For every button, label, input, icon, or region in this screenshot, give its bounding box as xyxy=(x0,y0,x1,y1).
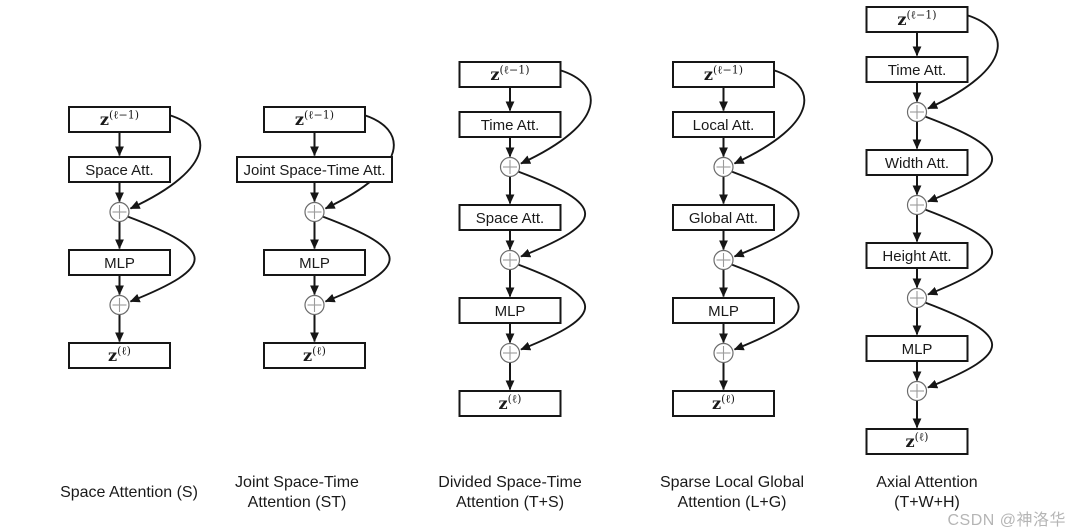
column-caption: Divided Space-Time xyxy=(438,474,582,491)
column-caption: Joint Space-Time xyxy=(235,474,359,491)
node-label: z(ℓ) xyxy=(906,431,929,452)
skip-connection-curve xyxy=(733,69,806,165)
node-z-input-box xyxy=(865,6,969,33)
node-height-att-box xyxy=(865,242,969,269)
node-mlp-box xyxy=(672,297,775,324)
column-caption: Space Attention (S) xyxy=(60,484,198,501)
node-z-output-box xyxy=(68,342,171,369)
column-space-attention: z(ℓ−1) Space Att. MLP z(ℓ) Space Attention (… xyxy=(60,106,202,501)
node-global-att-box xyxy=(672,204,775,231)
node-z-output-box xyxy=(263,342,366,369)
column-caption: Attention (L+G) xyxy=(678,494,787,511)
node-mlp-box xyxy=(865,335,969,362)
node-joint-space-time-att-box xyxy=(236,156,393,183)
node-mlp-box xyxy=(263,249,366,276)
node-label: MLP xyxy=(708,303,739,320)
node-label: MLP xyxy=(104,255,135,272)
node-z-output-box xyxy=(458,390,562,417)
node-label: z(ℓ−1) xyxy=(704,64,743,85)
node-z-input-box xyxy=(672,61,775,88)
node-label: MLP xyxy=(495,303,526,320)
skip-connection-curve xyxy=(127,215,196,303)
column-caption: Axial Attention xyxy=(876,474,977,491)
skip-connection-curve xyxy=(520,69,592,165)
node-time-att-box xyxy=(458,111,562,138)
node-time-att-box xyxy=(865,56,969,83)
node-mlp-box xyxy=(68,249,171,276)
skip-connection-curve xyxy=(731,263,800,351)
node-local-att-box xyxy=(672,111,775,138)
column-caption: Attention (ST) xyxy=(248,494,347,511)
node-width-att-box xyxy=(865,149,969,176)
node-z-output-box xyxy=(672,390,775,417)
node-z-input-box xyxy=(263,106,366,133)
skip-connection-curve xyxy=(924,208,993,296)
node-label: Joint Space-Time Att. xyxy=(243,162,385,179)
node-label: Space Att. xyxy=(85,162,153,179)
skip-connection-curve xyxy=(322,215,391,303)
skip-connection-curve xyxy=(517,263,586,351)
skip-connection-curve xyxy=(129,114,202,210)
skip-connection-curve xyxy=(927,14,999,110)
column-caption: Attention (T+S) xyxy=(456,494,564,511)
node-space-att-box xyxy=(458,204,562,231)
node-label: Width Att. xyxy=(885,155,949,172)
node-label: Global Att. xyxy=(689,210,758,227)
watermark: CSDN @神洛华 xyxy=(947,512,1066,529)
node-mlp-box xyxy=(458,297,562,324)
skip-connection-curve xyxy=(517,170,586,258)
skip-connection-curve xyxy=(324,114,395,210)
node-label: Time Att. xyxy=(481,117,540,134)
node-label: z(ℓ) xyxy=(499,393,522,414)
node-label: MLP xyxy=(299,255,330,272)
node-space-att-box xyxy=(68,156,171,183)
skip-connection-curve xyxy=(924,115,993,203)
node-z-input-box xyxy=(68,106,171,133)
skip-connection-curve xyxy=(924,301,993,389)
node-label: Height Att. xyxy=(882,248,951,265)
node-z-output-box xyxy=(865,428,969,455)
node-label: Time Att. xyxy=(888,62,947,79)
column-caption: (T+W+H) xyxy=(894,494,960,511)
column-sparse-local-global-attention: z(ℓ−1) Local Att. Global Att. MLP z(ℓ) Sparse… xyxy=(660,61,806,511)
node-label: Space Att. xyxy=(476,210,544,227)
column-joint-space-time-attention: z(ℓ−1) Joint Space-Time Att. MLP z(ℓ) Joint … xyxy=(235,106,395,511)
skip-connection-curve xyxy=(731,170,800,258)
node-label: z(ℓ−1) xyxy=(897,9,936,30)
node-label: z(ℓ−1) xyxy=(295,109,334,130)
column-axial-attention: z(ℓ−1) Time Att. Width Att. Height Att. MLP z… xyxy=(865,6,999,511)
column-divided-space-time-attention: z(ℓ−1) Time Att. Space Att. MLP z(ℓ) Divided … xyxy=(438,61,592,511)
node-label: MLP xyxy=(902,341,933,358)
node-label: z(ℓ−1) xyxy=(490,64,529,85)
column-caption: Sparse Local Global xyxy=(660,474,804,491)
node-label: z(ℓ) xyxy=(303,345,326,366)
node-label: z(ℓ) xyxy=(712,393,735,414)
node-z-input-box xyxy=(458,61,562,88)
node-label: z(ℓ) xyxy=(108,345,131,366)
node-label: z(ℓ−1) xyxy=(100,109,139,130)
node-label: Local Att. xyxy=(693,117,755,134)
